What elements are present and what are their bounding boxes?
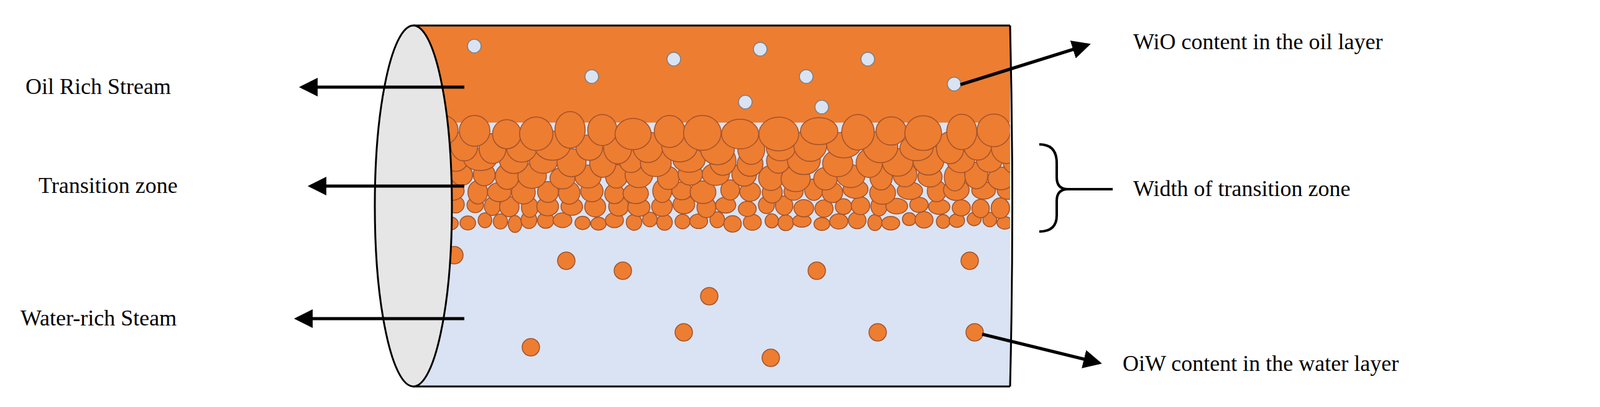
pipe-left-opening [374, 25, 452, 387]
oil-droplet [977, 113, 1011, 147]
oil-droplet [614, 261, 632, 280]
water-droplet [799, 69, 814, 84]
oil-droplet [965, 323, 984, 341]
oil-droplet [902, 212, 917, 226]
callout-label: OiW content in the water layer [1122, 349, 1399, 377]
oil-droplet [991, 197, 1011, 219]
oil-droplet [868, 323, 887, 341]
oil-droplet [972, 198, 990, 218]
oil-droplet [508, 215, 523, 232]
oil-droplet [738, 201, 757, 217]
water-droplet [814, 100, 829, 114]
oil-droplet [615, 118, 652, 150]
water-droplet [860, 52, 875, 66]
outlet-arrow [302, 85, 465, 89]
oil-droplet [778, 214, 794, 230]
oil-droplet [814, 217, 830, 231]
oil-droplet [654, 115, 686, 148]
water-droplet [753, 42, 768, 56]
pipe-right-end [1010, 25, 1013, 387]
oil-droplet [723, 215, 741, 232]
leader-arrow [982, 333, 1099, 363]
bracket [1039, 144, 1068, 232]
stream-label: Water-rich Steam [20, 304, 177, 332]
callout-label: WiO content in the oil layer [1133, 28, 1383, 56]
oil-droplet [519, 116, 554, 151]
water-droplet [467, 39, 482, 53]
oil-droplet [829, 213, 848, 230]
leader-arrow [960, 44, 1088, 85]
oil-droplet [881, 216, 900, 230]
oil-droplet [459, 215, 476, 230]
oil-droplet [700, 287, 718, 305]
oil-droplet [960, 251, 979, 270]
oil-droplet [574, 216, 590, 230]
callout-label: Width of transition zone [1133, 175, 1351, 203]
oil-droplet [808, 261, 826, 280]
oil-droplet [557, 251, 575, 270]
water-droplet [738, 95, 753, 109]
pipe-body [413, 25, 1011, 387]
oil-droplet [841, 114, 874, 150]
oil-droplet [758, 116, 799, 151]
oil-droplet [914, 211, 934, 229]
oil-droplet [905, 115, 942, 151]
oil-droplet [492, 119, 521, 149]
water-droplet [584, 69, 599, 84]
oil-droplet [793, 199, 814, 217]
oil-droplet [591, 216, 607, 230]
outlet-arrow [297, 317, 465, 321]
water-layer [413, 122, 1011, 387]
stream-label: Transition zone [38, 172, 178, 199]
oil-droplet [587, 114, 617, 146]
oil-droplet [762, 348, 780, 367]
oil-layer [413, 25, 1011, 123]
oil-droplet [800, 117, 838, 145]
oil-droplet [851, 196, 871, 215]
droplets [413, 39, 1011, 367]
bracket-leader [1067, 187, 1113, 191]
water-droplet [666, 52, 681, 66]
oil-droplet [675, 213, 690, 229]
oil-droplet [683, 115, 722, 151]
oil-droplet [522, 338, 540, 356]
oil-droplet [721, 119, 759, 150]
oil-droplet [875, 116, 907, 145]
oil-droplet [936, 214, 950, 229]
outlet-arrow [310, 184, 465, 188]
oil-droplet [765, 213, 779, 229]
pipe-top-edge [413, 24, 1011, 27]
oil-droplet [657, 214, 673, 230]
oil-droplet [946, 114, 977, 150]
oil-droplet [555, 111, 586, 148]
oil-droplet [675, 323, 693, 341]
oil-droplet [867, 214, 883, 231]
oil-droplet [952, 199, 971, 216]
pipe-bottom-edge [413, 385, 1011, 388]
oil-droplet [459, 114, 490, 147]
water-droplet [947, 77, 961, 91]
stream-label: Oil Rich Stream [25, 73, 171, 101]
